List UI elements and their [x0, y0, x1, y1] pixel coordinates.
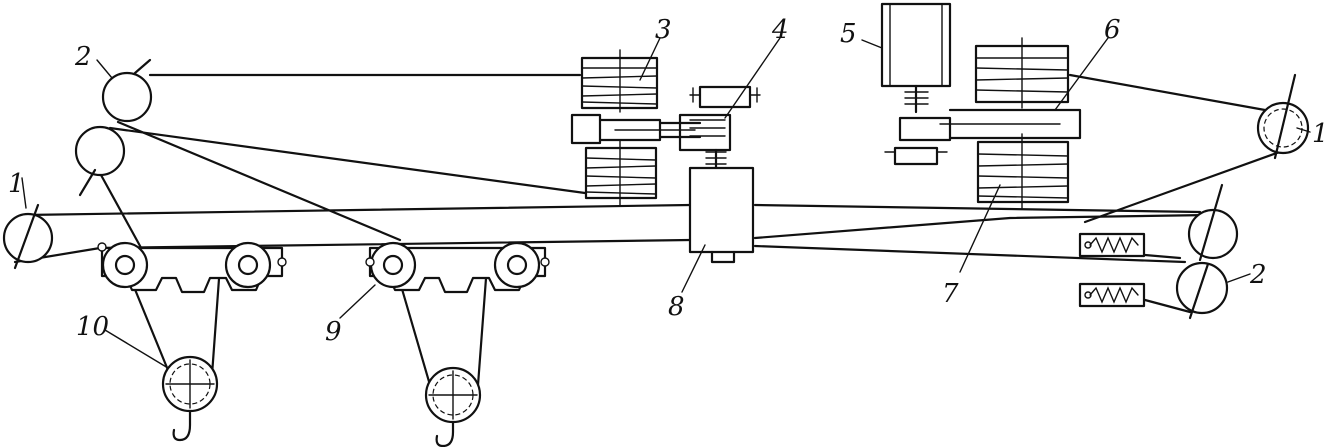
spring-tensioner-lower: [1078, 282, 1146, 308]
label-5: 5: [840, 19, 857, 49]
carriage-9: [365, 241, 550, 294]
label-2-right: 2: [1249, 260, 1267, 290]
trolley-8: [688, 166, 755, 264]
label-7: 7: [942, 279, 959, 309]
gear-unit-4: [678, 85, 761, 170]
pulley-2-left-upper: [101, 58, 153, 123]
label-9: 9: [325, 317, 342, 347]
drum-6-7: [884, 37, 1082, 209]
spring-tensioner-upper: [1078, 232, 1146, 258]
motor-5: [880, 2, 952, 114]
label-8: 8: [668, 292, 685, 322]
leader-lines: [21, 37, 1311, 369]
label-4: 4: [771, 15, 789, 45]
label-10: 10: [76, 312, 109, 342]
label-6: 6: [1104, 15, 1121, 45]
pulley-2-right-upper: [1187, 183, 1239, 262]
carriage-10: [97, 241, 287, 294]
drum-3: [570, 49, 702, 206]
pulley-2-right-lower: [1175, 261, 1229, 320]
label-3: 3: [655, 15, 672, 45]
pulley-1-left: [2, 203, 54, 270]
part-labels: 1 2 3 4 5 6 1 2 7 8 9 10: [8, 15, 1329, 347]
pulley-2-left-lower: [74, 125, 126, 197]
pulley-1-right: [1256, 73, 1310, 160]
label-1-right: 1: [1312, 119, 1329, 149]
label-1-left: 1: [8, 169, 25, 199]
rope-lines: [13, 73, 1287, 387]
hook-block-center: [424, 366, 482, 447]
hook-block-left: [161, 355, 219, 442]
label-2-left: 2: [74, 42, 92, 72]
